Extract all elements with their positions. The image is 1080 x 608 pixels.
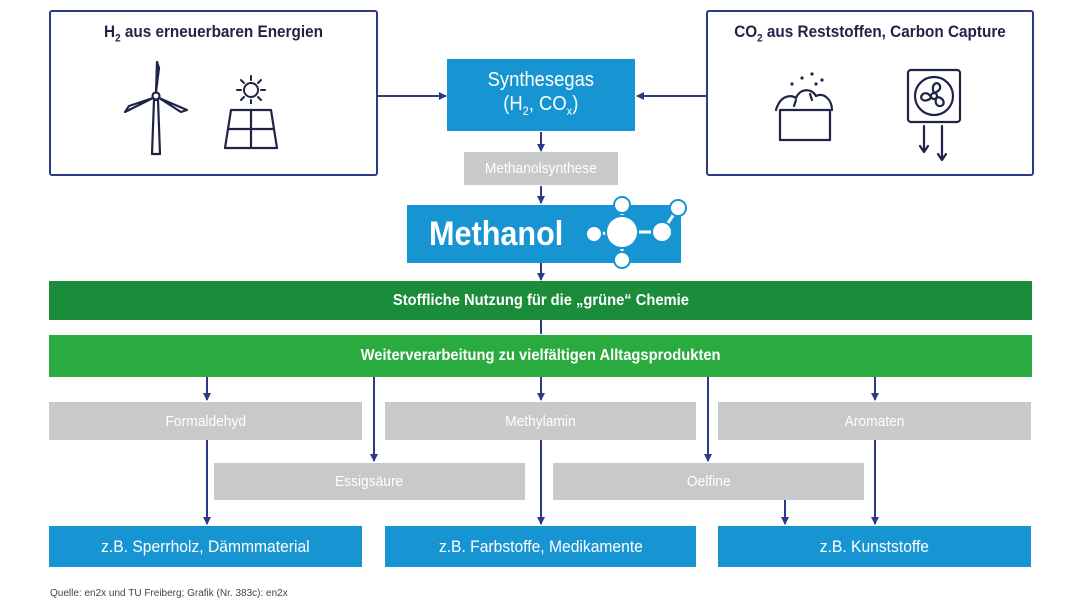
oelfine-label: Oelfine (686, 473, 731, 490)
source-footer: Quelle: en2x und TU Freiberg; Grafik (Nr… (50, 588, 288, 599)
sperrholz-label: z.B. Sperrholz, Dämmmaterial (101, 536, 310, 556)
synthesegas-formula: (H2, COx) (503, 92, 579, 118)
product-farbstoffe: z.B. Farbstoffe, Medikamente (385, 526, 696, 567)
co2-source-box: CO2 aus Reststoffen, Carbon Capture (706, 10, 1034, 176)
everyday-products-bar: Weiterverarbeitung zu vielfältigen Allta… (49, 335, 1032, 377)
green-chemistry-bar: Stoffliche Nutzung für die „grüne“ Chemi… (49, 281, 1032, 320)
synthesegas-box: Synthesegas (H2, COx) (447, 59, 635, 131)
intermediate-essigsaeure: Essigsäure (214, 463, 525, 500)
product-sperrholz: z.B. Sperrholz, Dämmmaterial (49, 526, 362, 567)
methanolsynthese-label: Methanolsynthese (484, 160, 598, 177)
solar-panel-icon (223, 108, 279, 150)
synthesegas-label: Synthesegas (487, 68, 595, 91)
intermediate-aromaten: Aromaten (718, 402, 1031, 440)
wind-turbine-icon (123, 60, 189, 156)
air-capture-fan-icon (906, 68, 962, 162)
intermediate-methylamin: Methylamin (385, 402, 696, 440)
co2-source-title: CO2 aus Reststoffen, Carbon Capture (734, 22, 1006, 45)
kunststoffe-label: z.B. Kunststoffe (819, 536, 930, 556)
renewable-hydrogen-title: H2 aus erneuerbaren Energien (104, 22, 323, 45)
everyday-products-label: Weiterverarbeitung zu vielfältigen Allta… (360, 347, 721, 364)
intermediate-formaldehyd: Formaldehyd (49, 402, 362, 440)
methanol-label: Methanol (429, 214, 564, 253)
product-kunststoffe: z.B. Kunststoffe (718, 526, 1031, 567)
intermediate-oelfine: Oelfine (553, 463, 864, 500)
essigsaeure-label: Essigsäure (335, 473, 404, 490)
molecule-icon (585, 196, 687, 269)
renewable-hydrogen-box: H2 aus erneuerbaren Energien (49, 10, 378, 176)
methylamin-label: Methylamin (505, 412, 576, 430)
green-chemistry-label: Stoffliche Nutzung für die „grüne“ Chemi… (392, 291, 689, 309)
methanolsynthese-box: Methanolsynthese (464, 152, 618, 185)
sun-icon (236, 75, 266, 104)
aromaten-label: Aromaten (844, 412, 905, 430)
farbstoffe-label: z.B. Farbstoffe, Medikamente (438, 536, 643, 556)
formaldehyd-label: Formaldehyd (165, 412, 246, 430)
biomass-pile-icon (774, 72, 834, 142)
